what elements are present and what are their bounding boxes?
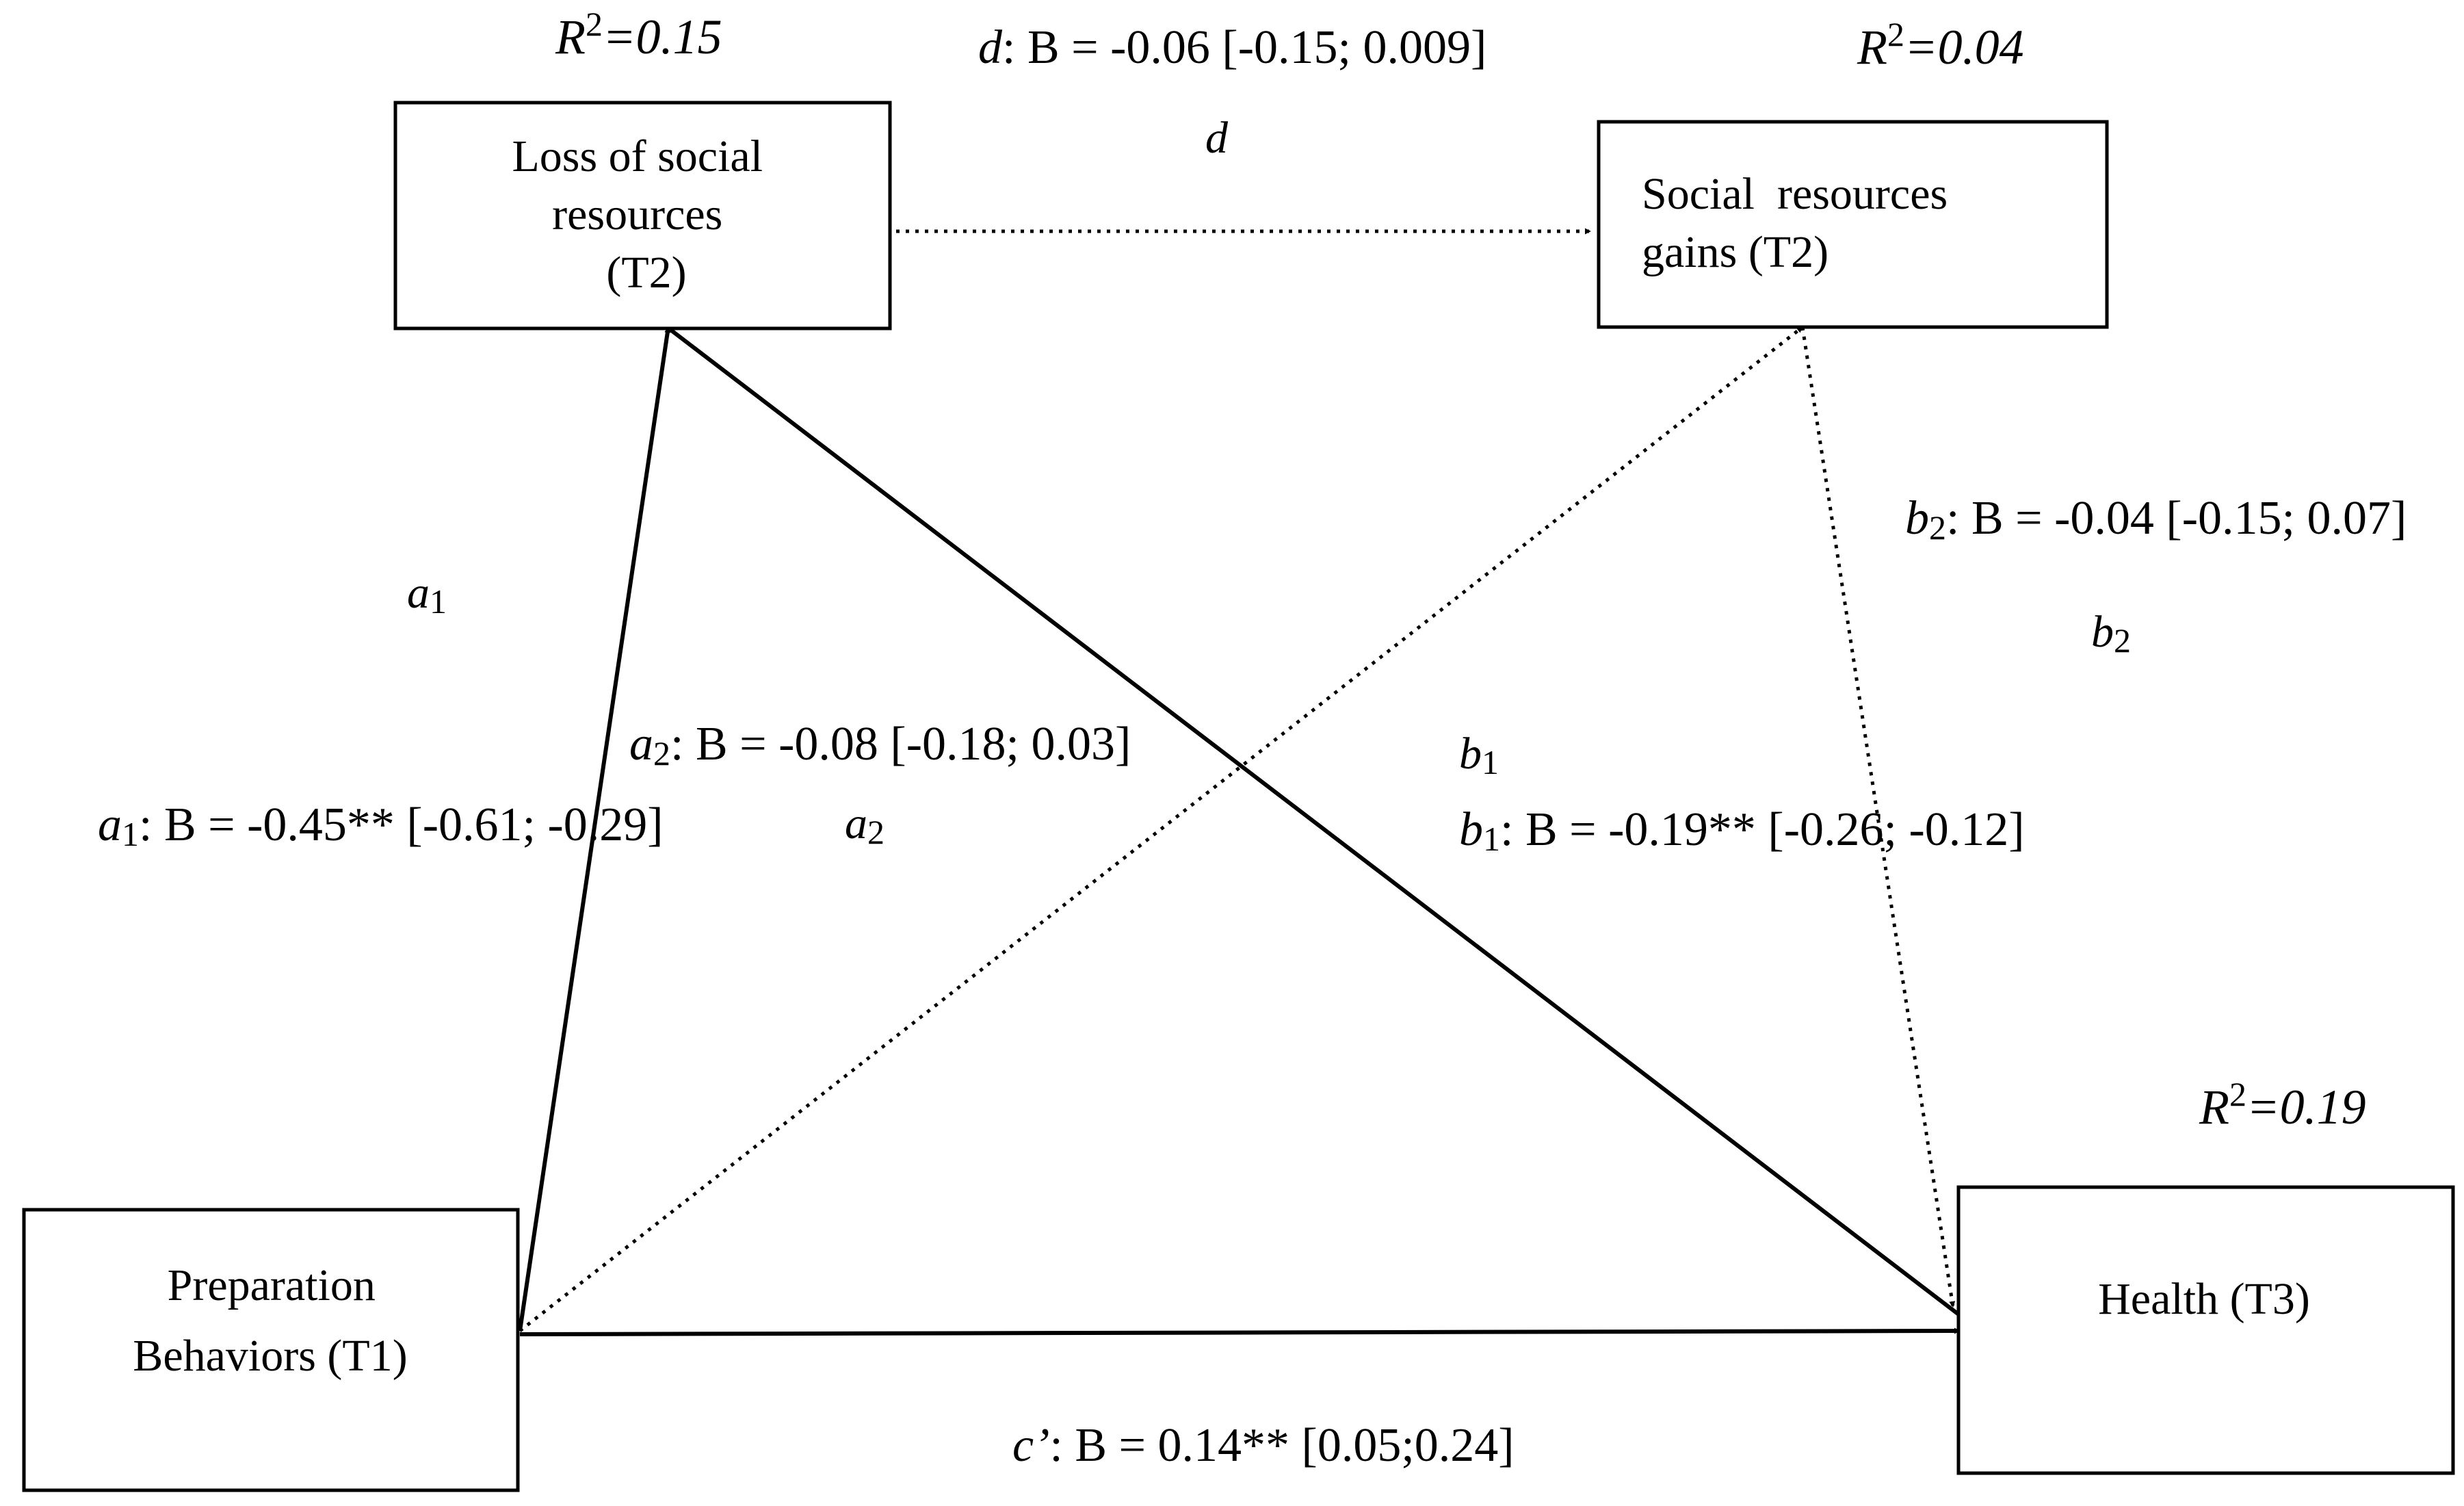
path-b1-letter: b1 (1459, 729, 1499, 781)
node-loss-box (393, 101, 892, 330)
node-loss-label: Loss of social resources (T2) (512, 131, 774, 298)
path-a2-letter: a2 (845, 799, 884, 851)
path-d-letter: d (1205, 113, 1229, 163)
node-health-box (1956, 1185, 2455, 1475)
path-d-coef: d: B = -0.06 [-0.15; 0.009] (978, 21, 1486, 74)
path-a2-coef: a2: B = -0.08 [-0.18; 0.03] (629, 718, 1131, 773)
node-gains-label: Social resources gains (T2) (1642, 169, 1959, 277)
path-b1-coef: b1: B = -0.19** [-0.26; -0.12] (1459, 803, 2025, 858)
path-c-arrow (519, 1327, 1961, 1336)
path-a1-coef: a1: B = -0.45** [-0.61; -0.29] (98, 799, 664, 853)
path-b2-coef: b2: B = -0.04 [-0.15; 0.07] (1905, 492, 2407, 547)
path-b2-arrow (1800, 326, 1956, 1308)
path-a1-letter: a1 (407, 568, 447, 621)
r2-gains: R2=0.04 (1857, 15, 2024, 75)
path-c-coef: c’: B = 0.14** [0.05;0.24] (1012, 1419, 1515, 1472)
path-b1-arrow (666, 325, 1968, 1323)
r2-loss: R2=0.15 (555, 5, 722, 64)
node-prep-label: Preparation Behaviors (T1) (133, 1260, 407, 1381)
node-prep-box (22, 1208, 520, 1492)
path-a1-arrow (518, 326, 671, 1332)
r2-health: R2=0.19 (2199, 1075, 2366, 1134)
path-b2-letter: b2 (2091, 607, 2131, 660)
node-health-label: Health (T3) (2098, 1274, 2310, 1324)
node-gains-box (1597, 120, 2109, 329)
path-a2-arrow (519, 326, 1804, 1332)
